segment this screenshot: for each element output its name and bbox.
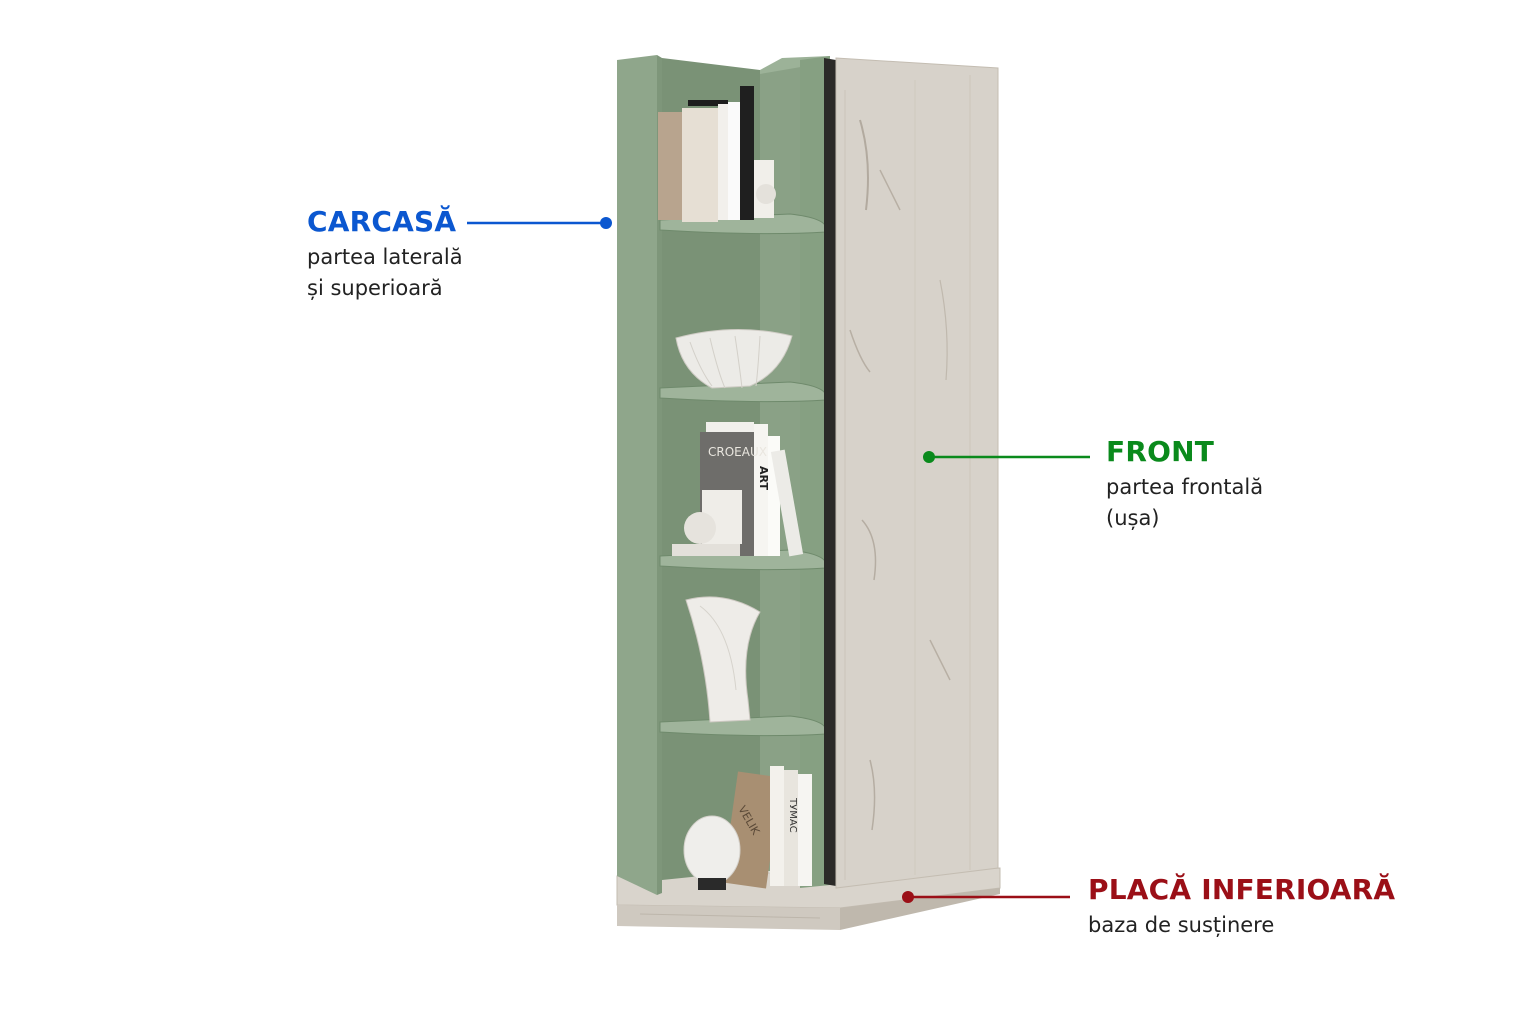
- leader-carcasa: [467, 217, 612, 229]
- decor-books-top: [658, 86, 776, 222]
- carcasa-description-line2: și superioară: [307, 276, 443, 300]
- leader-front: [923, 451, 1090, 463]
- decor-books-middle: CROEAUX ART: [672, 422, 804, 557]
- book-title-croeaux: CROEAUX: [708, 445, 767, 459]
- book-title-art: ART: [757, 466, 770, 490]
- carcasa-description-line1: partea laterală: [307, 245, 463, 269]
- book-title-tumas: ТУМАС: [787, 797, 798, 833]
- front-title: FRONT: [1106, 435, 1215, 468]
- carcasa-title: CARCASĂ: [307, 205, 457, 238]
- front-description-line2: (ușa): [1106, 506, 1160, 530]
- front-door: [824, 57, 999, 889]
- front-description-line1: partea frontală: [1106, 475, 1264, 499]
- placa-title: PLACĂ INFERIOARĂ: [1088, 873, 1396, 906]
- decor-bowl: [675, 328, 793, 389]
- placa-description-line1: baza de susținere: [1088, 913, 1275, 937]
- callout-carcasa: CARCASĂ partea laterală și superioară: [307, 206, 463, 304]
- callout-placa-inferioara: PLACĂ INFERIOARĂ baza de susținere: [1088, 874, 1395, 941]
- leader-placa: [902, 891, 1070, 903]
- decor-books-bottom: VELIK ТУМАС: [683, 766, 812, 890]
- callout-front: FRONT partea frontală (ușa): [1106, 436, 1263, 534]
- decor-vase: [685, 596, 761, 723]
